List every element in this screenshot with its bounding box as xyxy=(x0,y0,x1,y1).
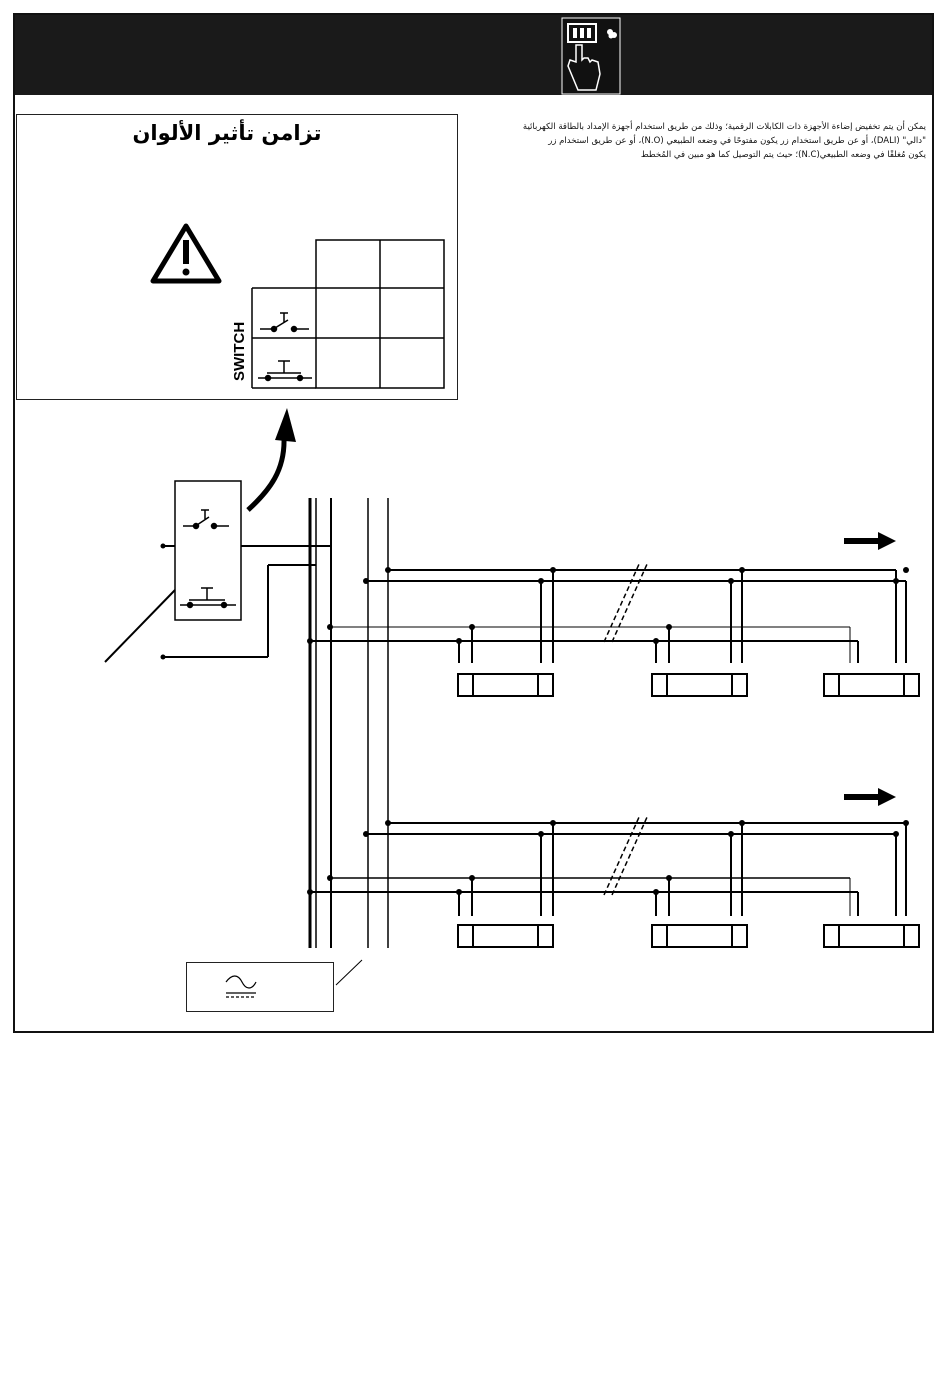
group-2-break xyxy=(603,814,649,896)
luminaire xyxy=(651,924,748,948)
luminaire xyxy=(651,673,748,697)
right-arrow-icon xyxy=(844,788,896,806)
ac-dc-supply-icon xyxy=(225,975,257,998)
touch-control-panel-icon xyxy=(561,17,621,95)
curved-up-arrow xyxy=(246,408,296,512)
warning-title: تزامن تأثير الألوان xyxy=(132,121,322,145)
header-bar xyxy=(15,15,932,95)
luminaire-group-1 xyxy=(310,569,907,663)
luminaire-group-2 xyxy=(310,822,907,916)
luminaire xyxy=(457,673,554,697)
intro-line-2: "دالي" (DALI)، أو عن طريق استخدام زر يكو… xyxy=(548,136,926,146)
warning-panel: تزامن تأثير الألوان xyxy=(16,114,458,400)
intro-text: يمكن أن يتم تخفيض إضاءة الأجهزة ذات الكا… xyxy=(470,120,926,162)
luminaire xyxy=(823,673,920,697)
page-frame xyxy=(13,13,934,1033)
luminaire xyxy=(457,924,554,948)
normally-closed-switch-icon xyxy=(258,360,312,382)
switch-box xyxy=(174,480,242,621)
intro-line-3: يكون مُغلقًا في وضعه الطبيعي(N.C)؛ حيث ي… xyxy=(640,150,926,160)
group-1-nodes xyxy=(307,567,909,644)
switch-leads xyxy=(104,545,330,663)
power-supply-box xyxy=(186,962,334,1012)
group-2-nodes xyxy=(307,820,909,895)
main-bus xyxy=(308,498,389,986)
luminaire xyxy=(823,924,920,948)
right-arrow-icon xyxy=(844,532,896,550)
group-1-break xyxy=(603,561,649,643)
normally-open-switch-icon xyxy=(260,312,309,333)
warning-triangle-icon xyxy=(150,223,222,284)
switch-label: SWITCH xyxy=(231,322,248,381)
intro-line-1: يمكن أن يتم تخفيض إضاءة الأجهزة ذات الكا… xyxy=(522,122,926,132)
switch-table xyxy=(251,239,445,389)
